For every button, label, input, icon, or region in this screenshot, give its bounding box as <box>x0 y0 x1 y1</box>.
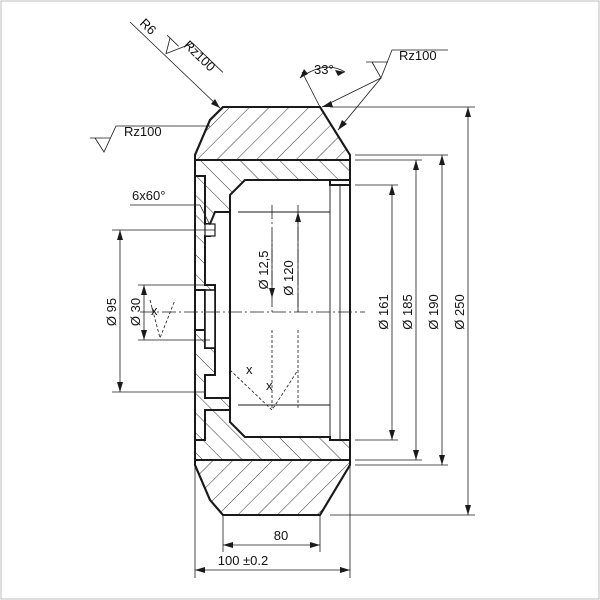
label-d12-5: Ø 12,5 <box>256 250 271 289</box>
dim-d185 <box>355 159 422 461</box>
dim-d120 <box>295 212 301 312</box>
dim-d161 <box>355 184 398 441</box>
center-bore <box>204 289 216 349</box>
label-w80: 80 <box>274 528 288 543</box>
label-rz-top-right: Rz100 <box>399 48 437 63</box>
label-d185: Ø 185 <box>400 294 415 329</box>
section-label-x1: x <box>151 303 158 318</box>
label-rz-top-left: Rz100 <box>181 37 218 74</box>
surface-finish-top-right <box>321 49 448 131</box>
angle-33 <box>299 66 346 108</box>
hub-bore <box>229 179 351 441</box>
dim-w80 <box>222 515 321 552</box>
label-rz-left: Rz100 <box>124 124 162 139</box>
section-label-x3: x <box>266 378 273 393</box>
label-d120: Ø 120 <box>281 260 296 295</box>
dim-d250 <box>330 106 475 516</box>
label-d190: Ø 190 <box>426 294 441 329</box>
label-r6: R6 <box>137 15 159 37</box>
tire-bottom-section <box>194 459 351 516</box>
label-angle: 33° <box>314 62 334 77</box>
dim-d30 <box>138 284 210 341</box>
label-d95: Ø 95 <box>104 298 119 326</box>
surface-finish-top-left <box>165 34 224 73</box>
dim-d190 <box>355 154 448 466</box>
section-mark-1 <box>149 299 176 340</box>
label-d161: Ø 161 <box>376 294 391 329</box>
dim-d12-5 <box>269 240 275 298</box>
tire-top-section <box>194 106 351 161</box>
dim-d95 <box>112 229 215 393</box>
label-d30: Ø 30 <box>128 298 143 326</box>
surface-finish-left <box>90 125 210 153</box>
section-mark-2 <box>229 369 299 411</box>
section-label-x2: x <box>246 362 253 377</box>
label-w100: 100 ±0.2 <box>218 553 269 568</box>
label-d250: Ø 250 <box>452 294 467 329</box>
dim-w100 <box>194 465 351 578</box>
r6-leader <box>129 21 221 109</box>
label-chamfer: 6x60° <box>132 188 165 203</box>
chamfer-leader <box>130 204 211 226</box>
